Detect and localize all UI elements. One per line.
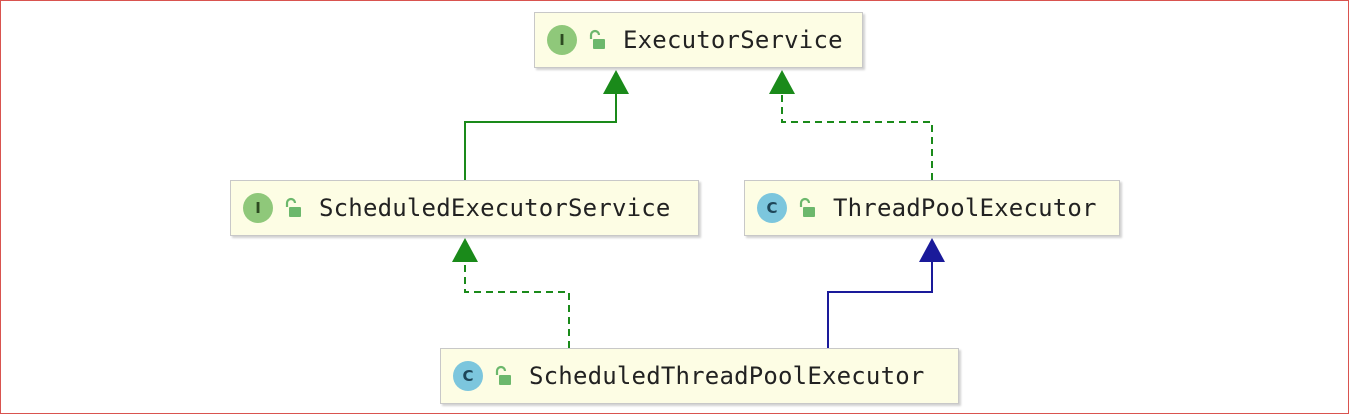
edge-scheduled-thread-pool-executor-to-thread-pool-executor [827,262,933,348]
class-badge-icon: C [757,193,787,223]
arrowhead-scheduled-executor-service [452,238,478,262]
node-thread-pool-executor[interactable]: C ThreadPoolExecutor [744,180,1120,236]
node-scheduled-thread-pool-executor[interactable]: C ScheduledThreadPoolExecutor [440,348,959,404]
edge-scheduled-thread-pool-executor-to-scheduled-executor-service [464,262,570,348]
unlock-icon [589,29,605,49]
node-label: ScheduledThreadPoolExecutor [529,362,925,390]
interface-badge-icon: I [547,25,577,55]
unlock-icon [285,197,301,217]
node-scheduled-executor-service[interactable]: I ScheduledExecutorService [230,180,699,236]
arrowhead-thread-pool-executor [919,238,945,262]
node-label: ThreadPoolExecutor [833,194,1097,222]
edge-thread-pool-executor-to-executor-service [781,94,933,180]
unlock-icon [495,365,511,385]
unlock-icon [799,197,815,217]
class-badge-icon: C [453,361,483,391]
arrowhead-executor-service-right [769,70,795,94]
arrowhead-executor-service-left [603,70,629,94]
interface-badge-icon: I [243,193,273,223]
edge-scheduled-executor-service-to-executor-service [464,94,617,180]
node-executor-service[interactable]: I ExecutorService [534,12,863,68]
node-label: ScheduledExecutorService [319,194,671,222]
node-label: ExecutorService [623,26,843,54]
